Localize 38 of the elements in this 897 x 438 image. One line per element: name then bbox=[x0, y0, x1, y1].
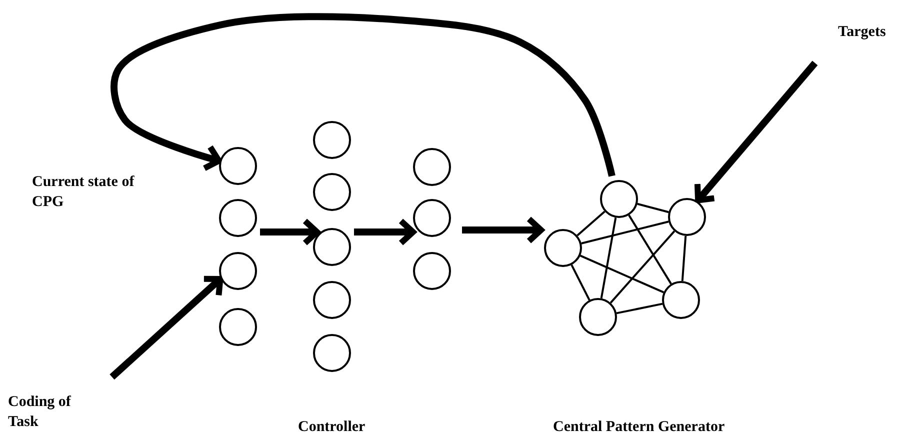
connection-line bbox=[580, 254, 664, 294]
neuron-circle bbox=[313, 121, 351, 159]
neuron-circle bbox=[313, 228, 351, 266]
caption-label: Controller bbox=[298, 418, 366, 437]
neuron-circle bbox=[219, 308, 257, 346]
arrow bbox=[110, 13, 616, 177]
connection-line bbox=[681, 236, 687, 282]
arrow bbox=[462, 216, 544, 244]
neuron-circle bbox=[413, 148, 451, 186]
arrow bbox=[354, 218, 416, 246]
neuron-circle bbox=[579, 298, 617, 336]
neuron-circle bbox=[668, 198, 706, 236]
connection-line bbox=[610, 230, 676, 304]
connection-line bbox=[637, 202, 669, 214]
neuron-circle bbox=[600, 180, 638, 218]
arrow bbox=[110, 276, 224, 380]
connection-line bbox=[616, 302, 663, 314]
arrow bbox=[694, 60, 818, 204]
connection-line bbox=[600, 218, 617, 298]
neuron-circle bbox=[219, 252, 257, 290]
connection-line bbox=[570, 264, 590, 300]
neuron-circle bbox=[313, 281, 351, 319]
connection-line bbox=[628, 214, 672, 284]
caption-label: Central Pattern Generator bbox=[553, 418, 726, 437]
neuron-circle bbox=[662, 281, 700, 319]
neuron-circle bbox=[413, 199, 451, 237]
arrow bbox=[260, 218, 320, 246]
neuron-circle bbox=[313, 334, 351, 372]
neuron-circle bbox=[413, 252, 451, 290]
neuron-circle bbox=[544, 229, 582, 267]
neuron-circle bbox=[219, 199, 257, 237]
input-label: Coding of Task bbox=[8, 393, 72, 432]
connection-line bbox=[581, 220, 669, 244]
neuron-circle bbox=[219, 147, 257, 185]
input-label: Targets bbox=[838, 23, 887, 42]
caption-label: Current state of CPG bbox=[32, 173, 136, 212]
connection-line bbox=[576, 210, 606, 236]
neuron-circle bbox=[313, 173, 351, 211]
